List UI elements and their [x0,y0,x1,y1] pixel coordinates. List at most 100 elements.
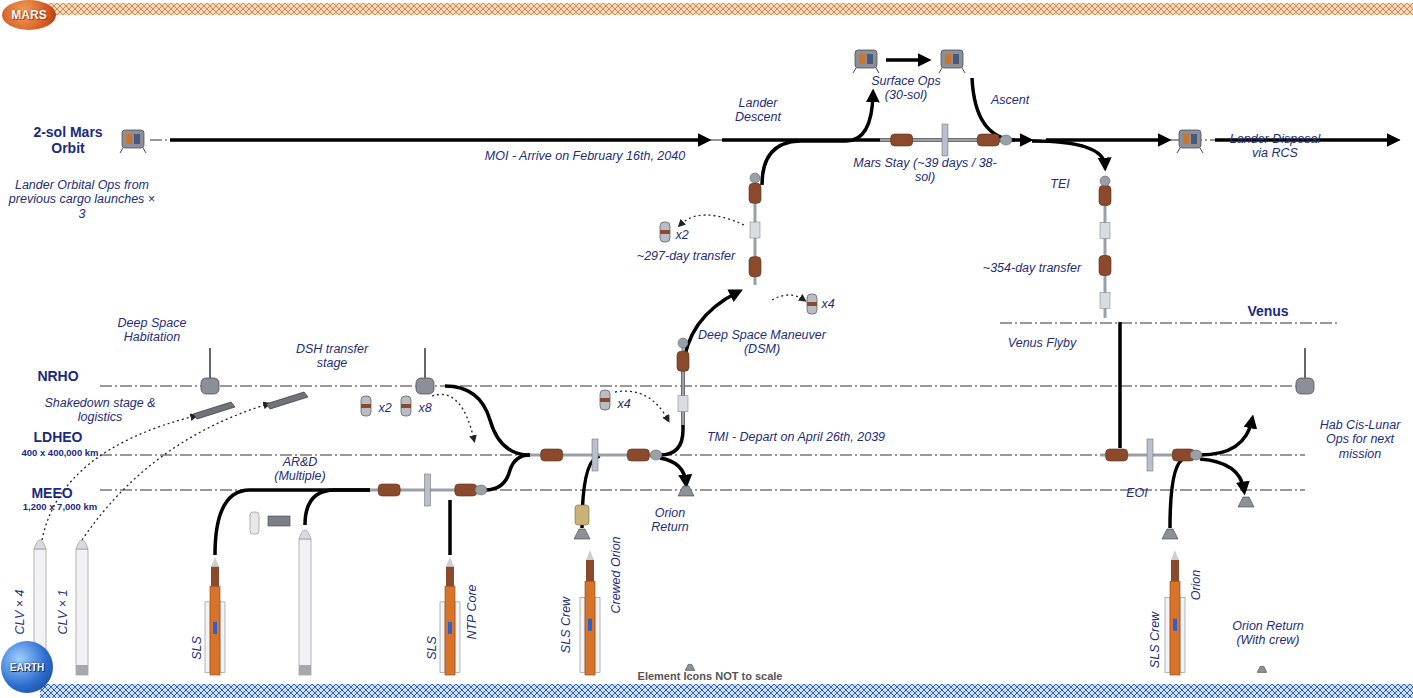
annotation-label: AR&D (Multiple) [264,455,336,484]
orbit-dimension: 1,200 x 7,000 km [23,502,97,513]
planet-badge: MARS [2,0,56,30]
icon-shape [250,512,259,534]
spacecraft-stack [1100,439,1202,471]
icon-shape [76,540,88,549]
orbit-label: Venus [1247,303,1288,319]
icon-shape [424,348,426,378]
icon-shape [440,602,445,673]
icon-shape [588,619,592,631]
icon-shape [299,665,311,675]
orbit-dimension: 400 x 400,000 km [21,448,98,459]
spacecraft-stack [880,124,1012,156]
venus-line [1000,323,1340,324]
icon-shape [193,402,235,419]
line [215,490,370,555]
annotation-label: Venus Flyby [1008,336,1076,350]
orion-capsule [574,529,590,539]
annotation-label: EOI [1126,486,1148,500]
icon-shape [953,54,959,64]
icon-shape [855,50,877,68]
icon-shape [1180,598,1185,673]
mars-lander [1177,130,1203,153]
spacecraft-stack [370,474,487,506]
icon-shape [401,396,411,416]
icon-shape [446,557,454,566]
icon-shape [660,222,670,242]
icon-shape [585,581,595,675]
icon-shape [299,530,311,539]
icon-shape [120,148,146,153]
annotation-label: Hab Cis-Lunar Ops for next mission [1314,418,1406,461]
annotation-label: Mars Stay (~39 days / 38-sol) [850,156,1000,185]
note: Element Icons NOT to scale [638,670,783,683]
icon-shape [945,54,951,64]
trajectory-lines [215,78,1185,555]
icon-shape [575,505,589,525]
icon-shape [600,398,610,402]
icon-shape [299,539,311,675]
nrho-line [100,386,1305,387]
annotation-label: Deep Space Maneuver (DSM) [695,328,830,357]
annotation-label: TEI [1050,177,1069,191]
dotted-arrow [82,404,268,540]
icon-shape [677,351,689,371]
orbit-label: 2-sol Mars Orbit [28,124,108,156]
icon-shape [678,486,694,496]
icon-shape [1165,598,1170,673]
icon-shape [213,622,217,634]
habitat [1296,348,1314,394]
annotation-label: x4 [617,397,630,411]
mars-lander [853,50,879,73]
annotation-label: Crewed Orion [609,536,623,613]
annotation-label: SLS Crew [1148,612,1162,668]
icon-shape [1171,550,1179,560]
icon-shape [1257,666,1267,672]
line [1118,322,1122,448]
icon-shape [209,348,211,378]
launch-vehicle [205,557,225,675]
icon-shape [1177,148,1203,153]
icon-shape [134,134,140,144]
orbit-lines [100,140,1400,490]
planet-name: MARS [11,8,46,22]
icon-shape [685,664,695,670]
annotation-label: Deep Space Habitation [109,316,195,345]
icon-shape [448,622,452,634]
launch-vehicle [1165,550,1185,675]
annotation-label: SLS [425,636,439,660]
arrow [660,458,686,483]
icon-shape [378,484,400,496]
annotation-label: x4 [821,297,834,311]
habitat [416,348,434,394]
transfer-stage [266,392,308,409]
annotation-label: CLV × 1 [56,590,70,635]
mars-band [40,3,1413,15]
annotation-label: ~297-day transfer [637,249,735,263]
icon-shape [446,566,454,586]
icon-shape [205,602,210,673]
icon-shape [592,439,598,471]
icon-shape [1100,176,1110,186]
icon-shape [1304,348,1306,378]
icon-shape [1238,497,1254,507]
icon-shape [853,68,879,73]
line [485,455,530,490]
icon-shape [891,134,913,146]
icon-shape [941,50,963,68]
arrow [886,58,926,62]
icon-shape [361,396,371,416]
icon-shape [1191,134,1197,144]
icon-shape [586,560,594,581]
mars-orbit-line [150,140,1400,141]
orion-capsule [685,664,695,670]
icon-shape [266,392,308,409]
spacecraft-stack [677,338,689,425]
icon-shape [126,134,132,144]
line [1170,458,1185,528]
spacecraft-stack [1099,176,1111,318]
icon-shape [76,665,88,675]
icon-shape [1171,560,1179,581]
annotation-label: Lander Disposal via RCS [1229,132,1321,161]
habitat [201,348,219,394]
annotation-label: Lander Orbital Ops from previous cargo l… [7,178,157,221]
